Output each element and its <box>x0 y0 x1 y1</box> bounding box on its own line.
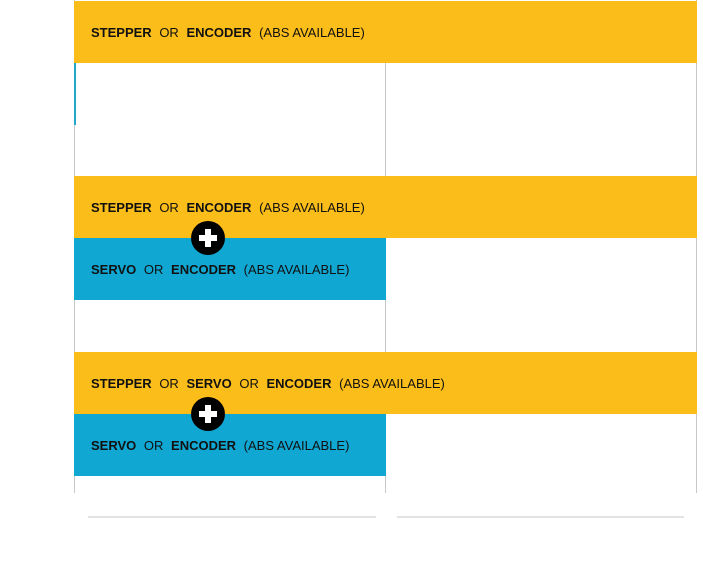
band-word: OR <box>143 437 164 453</box>
band-word: SERVO <box>186 375 232 391</box>
band-word: OR <box>159 199 179 215</box>
plus-glyph <box>199 229 217 247</box>
band-text: STEPPER OR ENCODER (ABS AVAILABLE) <box>91 200 365 215</box>
band-text: STEPPER OR SERVO OR ENCODER (ABS AVAILAB… <box>91 376 445 391</box>
band-word: ENCODER <box>171 261 237 277</box>
row-3-option-band: STEPPER OR SERVO OR ENCODER (ABS AVAILAB… <box>74 352 697 414</box>
band-word: STEPPER <box>91 199 152 215</box>
band-word: (ABS AVAILABLE) <box>259 24 365 40</box>
row-2-addon-band: SERVO OR ENCODER (ABS AVAILABLE) <box>74 238 386 300</box>
band-word: OR <box>239 375 259 391</box>
plus-circle-icon <box>191 397 225 431</box>
band-word: STEPPER <box>91 24 152 40</box>
plus-glyph <box>199 405 217 423</box>
band-word: ENCODER <box>266 375 332 391</box>
row-1-option-band: STEPPER OR ENCODER (ABS AVAILABLE) <box>74 1 697 63</box>
band-word: SERVO <box>91 437 137 453</box>
plus-circle-icon <box>191 221 225 255</box>
band-text: SERVO OR ENCODER (ABS AVAILABLE) <box>91 438 349 453</box>
band-word: ENCODER <box>186 199 252 215</box>
band-word: ENCODER <box>171 437 237 453</box>
band-word: (ABS AVAILABLE) <box>259 199 365 215</box>
band-word: (ABS AVAILABLE) <box>243 437 350 453</box>
band-word: (ABS AVAILABLE) <box>339 375 445 391</box>
band-word: OR <box>143 261 164 277</box>
row-3-addon-band: SERVO OR ENCODER (ABS AVAILABLE) <box>74 414 386 476</box>
band-word: STEPPER <box>91 375 152 391</box>
grid-line-right <box>696 0 697 493</box>
band-word: ENCODER <box>186 24 252 40</box>
row-2-option-band: STEPPER OR ENCODER (ABS AVAILABLE) <box>74 176 697 238</box>
band-text: SERVO OR ENCODER (ABS AVAILABLE) <box>91 262 349 277</box>
band-word: OR <box>159 375 179 391</box>
band-word: OR <box>159 24 179 40</box>
band-text: STEPPER OR ENCODER (ABS AVAILABLE) <box>91 25 365 40</box>
bottom-divider-left <box>88 516 376 518</box>
band-word: SERVO <box>91 261 137 277</box>
row-accent-bar <box>74 63 76 125</box>
band-word: (ABS AVAILABLE) <box>243 261 350 277</box>
bottom-divider-right <box>397 516 684 518</box>
